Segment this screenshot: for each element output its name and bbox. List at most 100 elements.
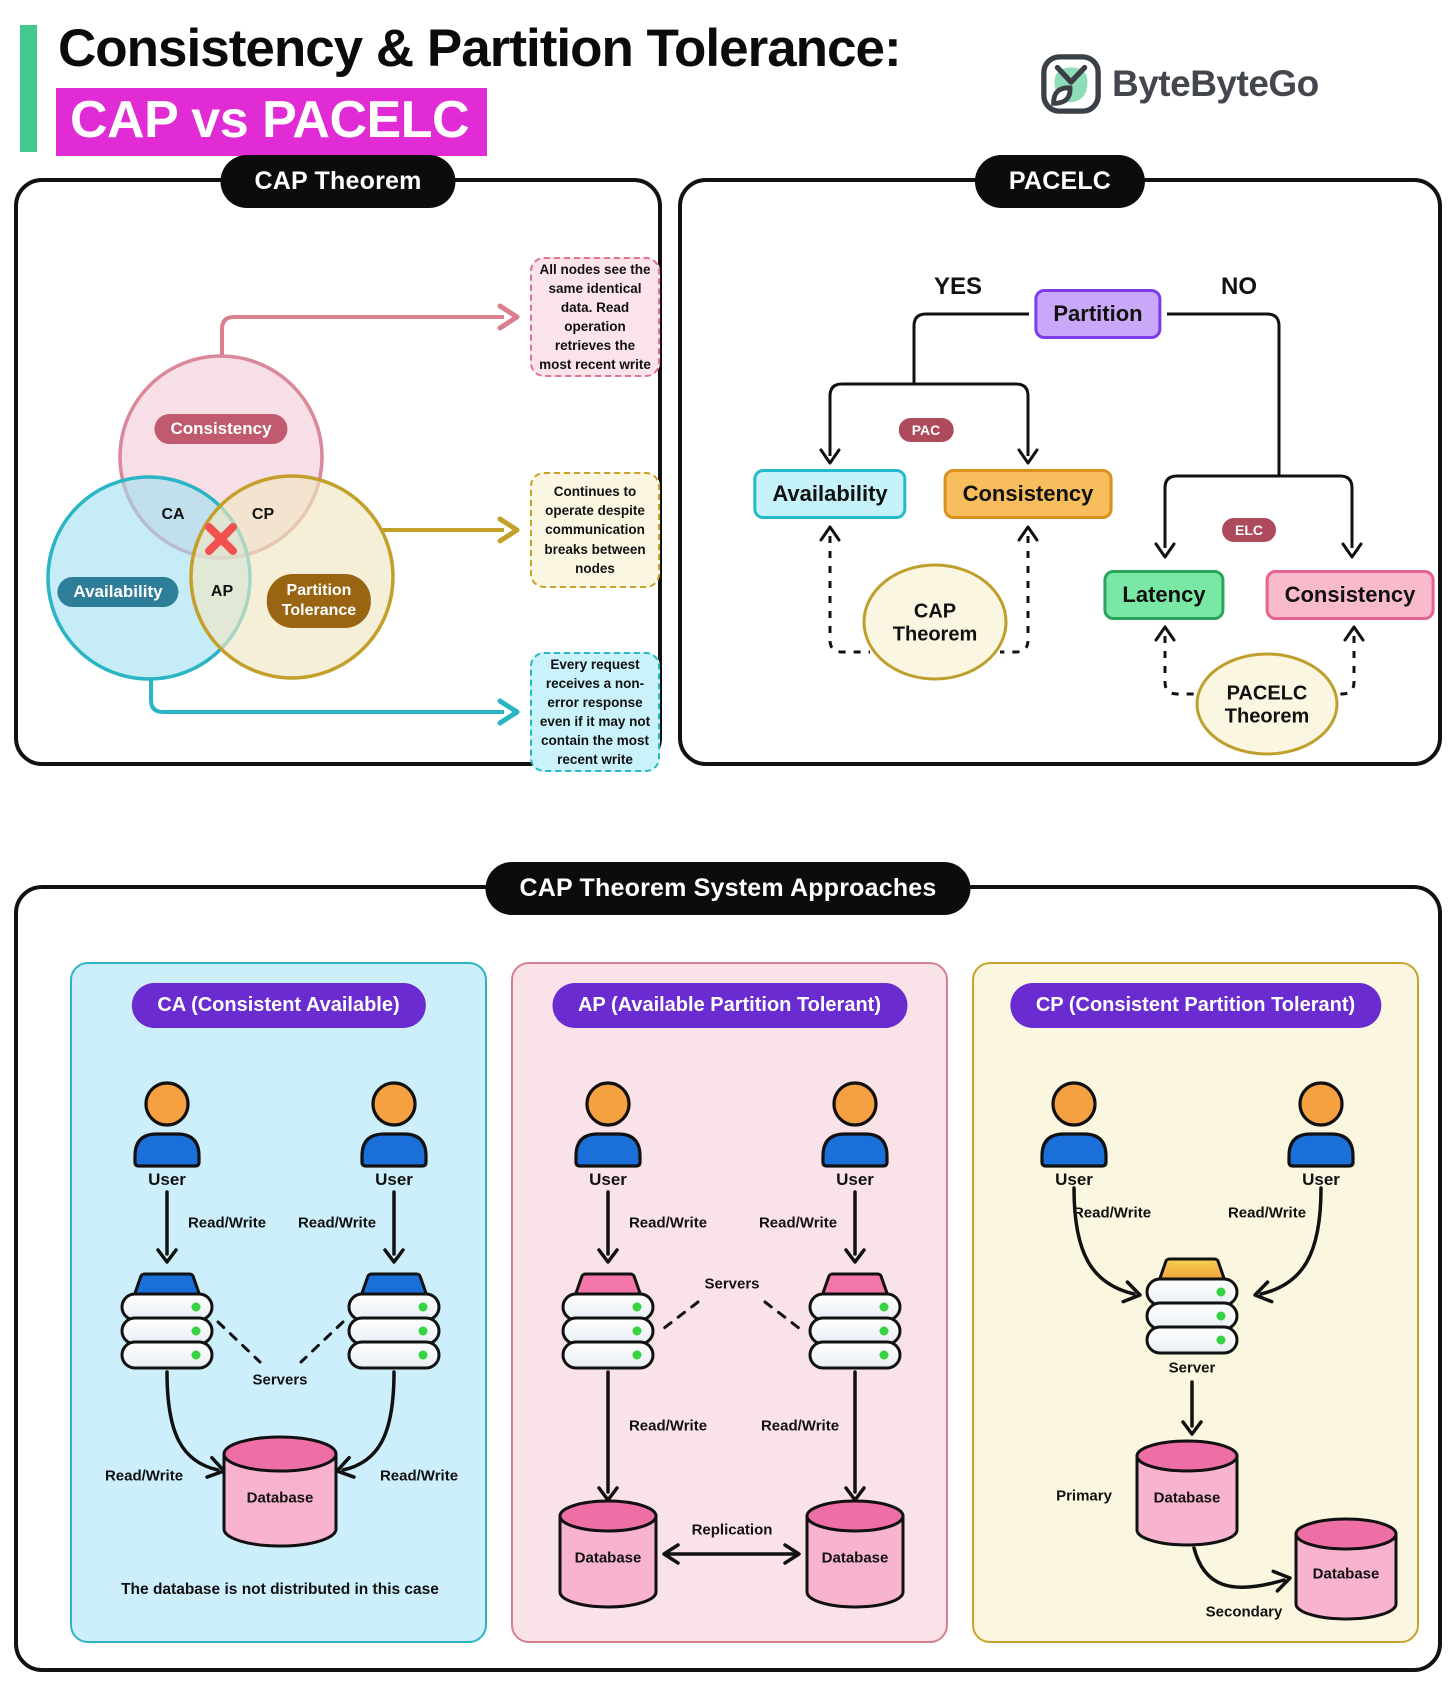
database-label: Database [1312, 1565, 1380, 1583]
cp-card-title: CP (Consistent Partition Tolerant) [1009, 983, 1382, 1028]
replication-arrow [1192, 1546, 1286, 1590]
database-icon [222, 1435, 338, 1548]
consistency-pac-node: Consistency [943, 469, 1113, 519]
user-label: User [589, 1170, 627, 1189]
database-label: Database [574, 1549, 642, 1567]
secondary-label: Secondary [1205, 1603, 1283, 1621]
servers-label: Servers [252, 1371, 308, 1389]
readwrite-label: Read/Write [104, 1467, 184, 1485]
servers-label: Servers [704, 1275, 760, 1293]
cp-approach-card: CP (Consistent Partition Tolerant) [972, 962, 1419, 1643]
impossible-x-icon [205, 523, 237, 555]
server-stack-icon [1145, 1257, 1239, 1355]
accent-bar [20, 25, 37, 152]
server-stack-icon [120, 1272, 214, 1370]
server-link-dashed [763, 1300, 806, 1334]
ap-intersection-label: AP [210, 583, 234, 600]
arrow-to-latency [1154, 542, 1176, 559]
cap-theorem-label-line2: Theorem [892, 623, 978, 646]
consistency-note-text: All nodes see the same identical data. R… [539, 261, 651, 373]
dashed-arrow-consistency-pac [1017, 525, 1039, 542]
ca-caption: The database is not distributed in this … [121, 1581, 439, 1598]
readwrite-label: Read/Write [297, 1214, 377, 1232]
ca-approach-card: CA (Consistent Available) [70, 962, 487, 1643]
server-link-dashed [299, 1320, 345, 1364]
ca-diagram [120, 1081, 441, 1548]
pacelc-theorem-label-line1: PACELC [1226, 682, 1308, 705]
ap-card-title: AP (Available Partition Tolerant) [551, 983, 908, 1028]
readwrite-label: Read/Write [379, 1467, 459, 1485]
partition-tolerance-tag: Partition Tolerance [266, 574, 372, 628]
yes-label: YES [933, 273, 983, 300]
pacelc-flowchart [819, 312, 1365, 756]
dashed-arrow-availability [819, 525, 841, 542]
cap-theorem-ellipse [862, 563, 1008, 681]
database-label: Database [1153, 1489, 1221, 1507]
cap-theorem-panel-title: CAP Theorem [220, 155, 456, 208]
cap-venn-diagram [46, 303, 520, 726]
server-link-dashed [657, 1300, 700, 1334]
readwrite-label: Read/Write [1227, 1204, 1307, 1222]
dashed-arrow-latency [1154, 625, 1176, 642]
brand-name: ByteByteGo [1112, 63, 1319, 104]
page-subtitle-highlight: CAP vs PACELC [56, 88, 488, 156]
dashed-arrow-consistency-elc [1343, 625, 1365, 642]
pacelc-panel-title: PACELC [974, 155, 1146, 208]
server-db-arrow [341, 1370, 396, 1472]
availability-note: Every request receives a non-error respo… [530, 652, 660, 772]
readwrite-label: Read/Write [187, 1214, 267, 1232]
pacelc-panel: PACELC YES NO P [678, 155, 1442, 766]
server-link-dashed [216, 1320, 262, 1364]
user-icon [360, 1081, 428, 1168]
user-label: User [148, 1170, 186, 1189]
ca-intersection-label: CA [161, 506, 185, 523]
page-title: Consistency & Partition Tolerance: [58, 19, 902, 78]
pac-badge: PAC [898, 418, 954, 442]
pacelc-theorem-ellipse [1195, 652, 1339, 756]
user-icon [574, 1081, 642, 1168]
partition-tag-line1: Partition [286, 582, 352, 599]
cp-intersection-label: CP [251, 506, 275, 523]
partition-node: Partition [1034, 289, 1162, 339]
user-icon [1287, 1081, 1355, 1168]
user-icon [133, 1081, 201, 1168]
brand-logo: ByteByteGo [1040, 53, 1319, 115]
cap-theorem-label-line1: CAP [913, 600, 957, 623]
user-label: User [836, 1170, 874, 1189]
arrow-to-partition-note [497, 516, 520, 544]
replication-arrow [662, 1543, 801, 1565]
elc-badge: ELC [1222, 518, 1276, 542]
consistency-tag: Consistency [154, 414, 288, 444]
availability-node: Availability [753, 469, 907, 519]
user-label: User [375, 1170, 413, 1189]
availability-note-text: Every request receives a non-error respo… [539, 656, 651, 768]
database-icon [558, 1499, 658, 1609]
approaches-panel-title: CAP Theorem System Approaches [485, 862, 971, 915]
ap-approach-card: AP (Available Partition Tolerant) [511, 962, 948, 1643]
ca-card-title: CA (Consistent Available) [131, 983, 426, 1028]
bytebytego-icon [1041, 54, 1101, 114]
arrow-to-availability [819, 448, 841, 465]
database-label: Database [246, 1489, 314, 1507]
server-label: Server [1168, 1359, 1216, 1377]
server-stack-icon [561, 1272, 655, 1370]
consistency-note: All nodes see the same identical data. R… [530, 257, 660, 377]
readwrite-label: Read/Write [628, 1214, 708, 1232]
server-stack-icon [808, 1272, 902, 1370]
database-label: Database [821, 1549, 889, 1567]
readwrite-arrow [1072, 1186, 1136, 1296]
cap-theorem-panel: CAP Theorem Consistency Availability Par… [14, 155, 662, 772]
replication-label: Replication [691, 1521, 773, 1539]
arrow-to-consistency-pac [1017, 448, 1039, 465]
user-label: User [1055, 1170, 1093, 1189]
no-label: NO [1221, 273, 1257, 300]
readwrite-label: Read/Write [628, 1417, 708, 1435]
approaches-panel: CAP Theorem System Approaches CA (Consis… [14, 862, 1442, 1672]
partition-tag-line2: Tolerance [281, 602, 357, 619]
user-label: User [1302, 1170, 1340, 1189]
partition-note-text: Continues to operate despite communicati… [544, 484, 646, 576]
primary-label: Primary [1056, 1487, 1112, 1505]
pacelc-theorem-label-line2: Theorem [1224, 705, 1310, 728]
availability-tag: Availability [57, 577, 179, 607]
readwrite-label: Read/Write [1072, 1204, 1152, 1222]
